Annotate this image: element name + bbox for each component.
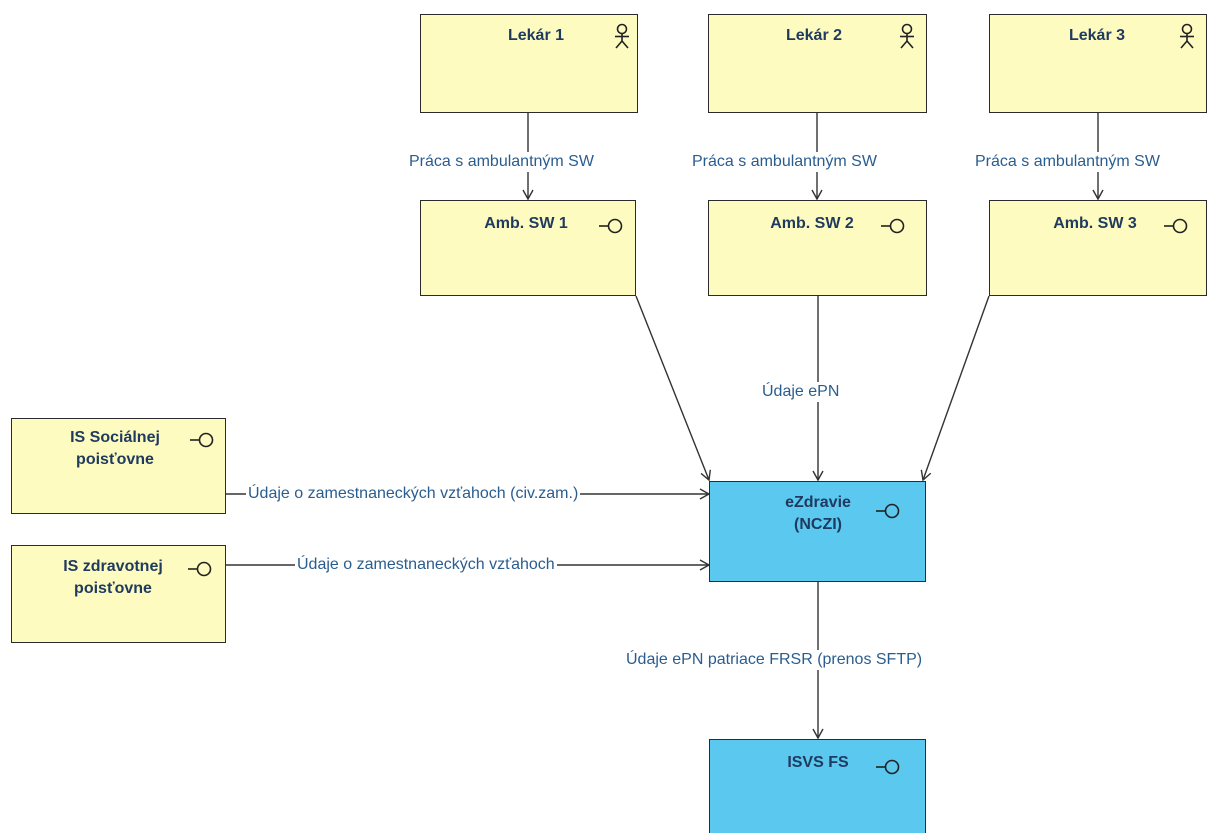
- node-is-zdravotnej-poistovne[interactable]: IS zdravotnej poisťovne: [11, 545, 226, 643]
- interface-icon: [1164, 218, 1188, 234]
- node-amb-sw-1[interactable]: Amb. SW 1: [420, 200, 636, 296]
- node-lekar-3[interactable]: Lekár 3: [989, 14, 1207, 113]
- node-ezdravie[interactable]: eZdravie (NCZI): [709, 481, 926, 582]
- interface-icon: [190, 432, 214, 448]
- actor-icon: [900, 23, 914, 49]
- node-label: Lekár 2: [785, 27, 843, 44]
- edge-label-lekar3-amb3: Práca s ambulantným SW: [973, 152, 1162, 172]
- actor-icon: [1180, 23, 1194, 49]
- interface-icon: [876, 759, 900, 775]
- edge-label-soc-ezdravie: Údaje o zamestnaneckých vzťahoch (civ.za…: [246, 484, 581, 504]
- node-label: Lekár 3: [1068, 27, 1126, 44]
- node-label: ISVS FS: [787, 754, 849, 771]
- interface-icon: [876, 503, 900, 519]
- node-label: IS Sociálnej poisťovne: [70, 429, 160, 468]
- interface-icon: [188, 561, 212, 577]
- node-isvs-fs[interactable]: ISVS FS: [709, 739, 926, 833]
- node-label: Amb. SW 3: [1053, 215, 1137, 232]
- actor-icon: [615, 23, 629, 49]
- edge-label-lekar2-amb2: Práca s ambulantným SW: [690, 152, 879, 172]
- node-label: Amb. SW 1: [484, 215, 568, 232]
- node-label: Amb. SW 2: [770, 215, 854, 232]
- node-is-socialnej-poistovne[interactable]: IS Sociálnej poisťovne: [11, 418, 226, 514]
- interface-icon: [599, 218, 623, 234]
- edge-label-lekar1-amb1: Práca s ambulantným SW: [407, 152, 596, 172]
- node-label: Lekár 1: [507, 27, 565, 44]
- node-amb-sw-3[interactable]: Amb. SW 3: [989, 200, 1207, 296]
- node-label: eZdravie (NCZI): [785, 494, 851, 533]
- edge-amb1-ezdravie: [635, 295, 712, 482]
- interface-icon: [881, 218, 905, 234]
- node-lekar-2[interactable]: Lekár 2: [708, 14, 927, 113]
- node-amb-sw-2[interactable]: Amb. SW 2: [708, 200, 927, 296]
- edge-label-amb2-ezdravie: Údaje ePN: [760, 382, 842, 402]
- edge-amb3-ezdravie: [920, 295, 990, 482]
- node-label: IS zdravotnej poisťovne: [63, 558, 163, 597]
- node-lekar-1[interactable]: Lekár 1: [420, 14, 638, 113]
- edge-label-ezdravie-isvs: Údaje ePN patriace FRSR (prenos SFTP): [624, 650, 925, 670]
- edge-label-zdrav-ezdravie: Údaje o zamestnaneckých vzťahoch: [295, 555, 557, 575]
